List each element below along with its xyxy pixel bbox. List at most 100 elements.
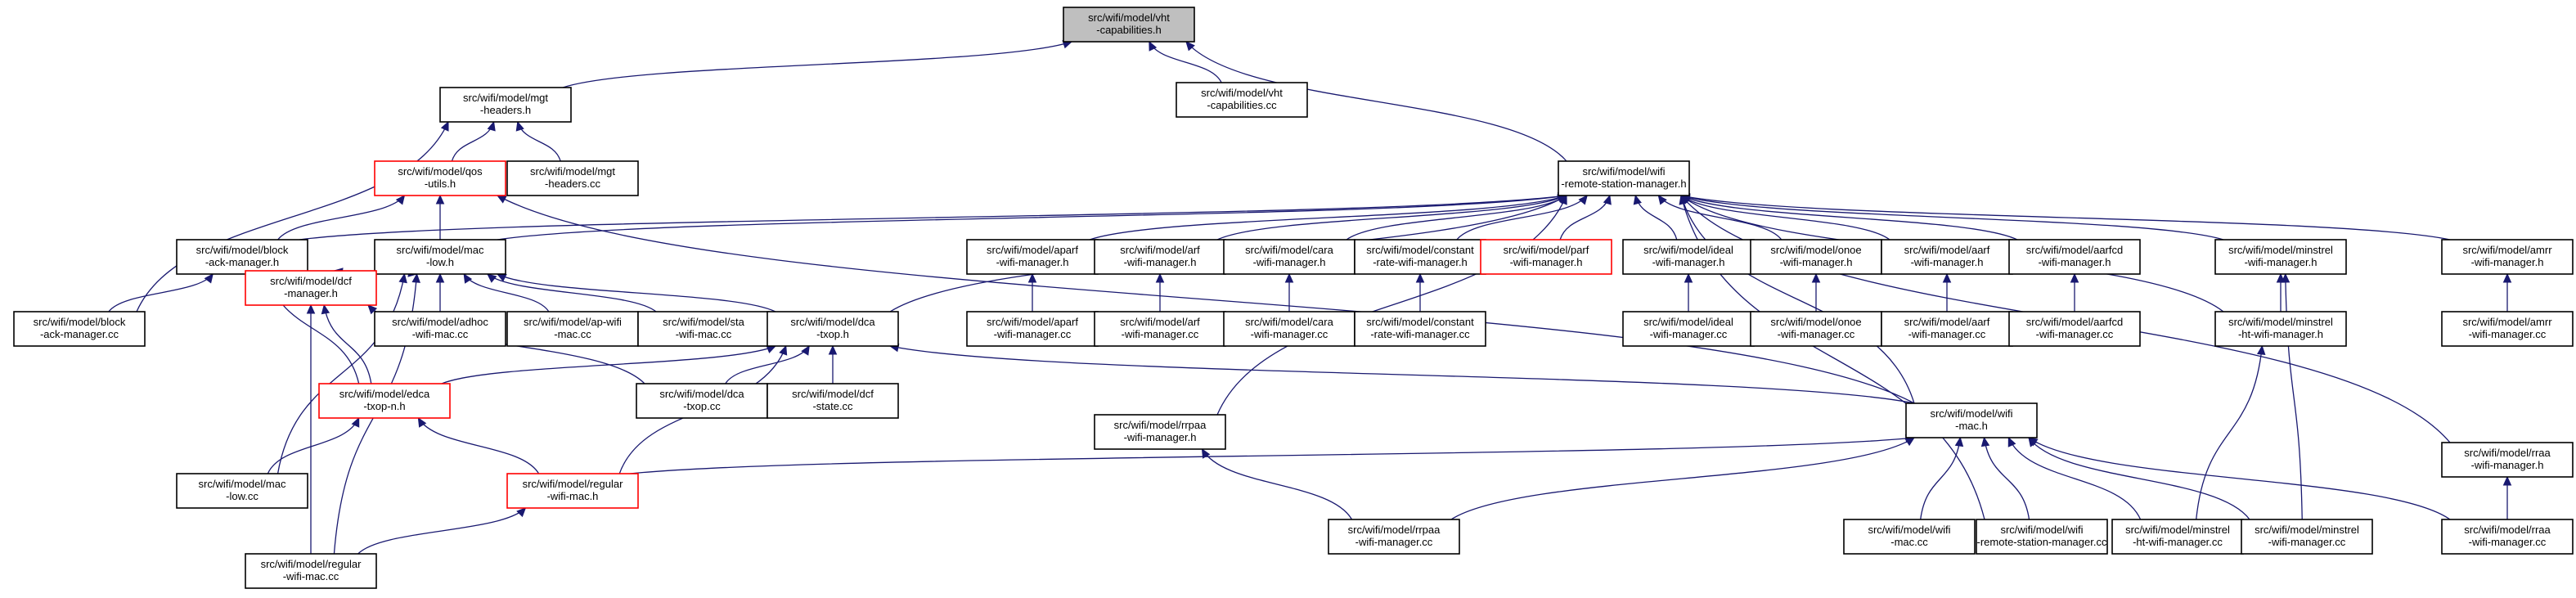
node-label-line: -wifi-manager.h (1652, 256, 1725, 268)
arrowhead (463, 272, 473, 284)
file-node-aarf-h[interactable]: src/wifi/model/aarf-wifi-manager.h (1881, 239, 2013, 275)
file-node-rsm-cc[interactable]: src/wifi/model/wifi-remote-station-manag… (1976, 519, 2108, 555)
file-node-cara-h[interactable]: src/wifi/model/cara-wifi-manager.h (1223, 239, 1355, 275)
file-node-dcatxop-cc[interactable]: src/wifi/model/dca-txop.cc (636, 383, 768, 419)
dependency-edge-qos_h-to-block_h (277, 195, 406, 241)
file-node-rraa-cc[interactable]: src/wifi/model/rraa-wifi-manager.cc (2441, 519, 2574, 555)
arrowhead (1633, 194, 1642, 205)
file-node-aarf-cc[interactable]: src/wifi/model/aarf-wifi-manager.cc (1881, 311, 2013, 347)
file-node-rraa-h[interactable]: src/wifi/model/rraa-wifi-manager.h (2441, 442, 2574, 478)
node-label-line: src/wifi/model/rrpaa (1114, 419, 1207, 431)
file-node-maclow-h[interactable]: src/wifi/model/mac-low.h (374, 239, 506, 275)
file-node-aparf-h[interactable]: src/wifi/model/aparf-wifi-manager.h (966, 239, 1099, 275)
node-label-line: -wifi-mac.cc (283, 570, 339, 582)
arrowhead (496, 195, 507, 204)
node-box (2214, 239, 2347, 275)
file-node-block-cc[interactable]: src/wifi/model/block-ack-manager.cc (13, 311, 146, 347)
arrowhead (1185, 41, 1195, 52)
dependency-edge-maclow_h-to-sta_cc (487, 273, 657, 312)
dependency-edge-rsm_h-to-parf_h (1559, 194, 1612, 241)
arrowhead (2502, 272, 2512, 283)
dependency-edge-ideal_h-to-ideal_cc (1684, 272, 1693, 312)
file-node-ideal-h[interactable]: src/wifi/model/ideal-wifi-manager.h (1622, 239, 1755, 275)
node-label-line: -wifi-mac.cc (676, 328, 732, 340)
file-node-minstrelht-cc[interactable]: src/wifi/model/minstrel-ht-wifi-manager.… (2111, 519, 2244, 555)
file-node-ideal-cc[interactable]: src/wifi/model/ideal-wifi-manager.cc (1622, 311, 1755, 347)
file-node-dcatxop-h[interactable]: src/wifi/model/dca-txop.h (767, 311, 899, 347)
file-node-maclow-cc[interactable]: src/wifi/model/mac-low.cc (176, 473, 308, 509)
file-node-onoe-cc[interactable]: src/wifi/model/onoe-wifi-manager.cc (1750, 311, 1882, 347)
node-label-line: -utils.h (425, 178, 456, 190)
node-label-line: src/wifi/model/wifi (1930, 407, 2012, 420)
file-node-vht-cc[interactable]: src/wifi/model/vht-capabilities.cc (1176, 82, 1308, 118)
file-node-wifimac-h[interactable]: src/wifi/model/wifi-mac.h (1905, 402, 2038, 438)
node-box (1480, 239, 1612, 275)
file-node-onoe-h[interactable]: src/wifi/model/onoe-wifi-manager.h (1750, 239, 1882, 275)
node-box (318, 383, 451, 419)
node-box (636, 383, 768, 419)
file-node-rsm-h[interactable]: src/wifi/model/wifi-remote-station-manag… (1558, 160, 1690, 196)
arrowhead (515, 120, 524, 132)
dependency-edge-edca_h-to-regular_h (417, 416, 540, 474)
dependency-edge-arf_h-to-arf_cc (1155, 272, 1165, 312)
arrowhead (487, 120, 496, 132)
file-node-cara-cc[interactable]: src/wifi/model/cara-wifi-manager.cc (1223, 311, 1355, 347)
file-node-minstrel-cc[interactable]: src/wifi/model/minstrel-wifi-manager.cc (2241, 519, 2373, 555)
file-node-arf-h[interactable]: src/wifi/model/arf-wifi-manager.h (1094, 239, 1226, 275)
file-node-dcf-h[interactable]: src/wifi/model/dcf-manager.h (245, 270, 377, 306)
node-label-line: -wifi-manager.h (996, 256, 1069, 268)
dependency-edge-block_h-to-block_cc (108, 273, 214, 312)
node-box (2441, 519, 2574, 555)
node-box (1905, 402, 2038, 438)
arrowhead (1578, 195, 1588, 205)
file-node-aarfcd-cc[interactable]: src/wifi/model/aarfcd-wifi-manager.cc (2008, 311, 2141, 347)
file-node-regular-cc[interactable]: src/wifi/model/regular-wifi-mac.cc (245, 553, 377, 589)
file-node-amrr-h[interactable]: src/wifi/model/amrr-wifi-manager.h (2441, 239, 2574, 275)
node-box (1750, 311, 1882, 347)
node-label-line: -wifi-manager.h (2471, 256, 2544, 268)
node-label-line: src/wifi/model/dcf (792, 388, 874, 400)
arrowhead (1942, 272, 1952, 283)
file-node-amrr-cc[interactable]: src/wifi/model/amrr-wifi-manager.cc (2441, 311, 2574, 347)
file-node-rrpaa-cc[interactable]: src/wifi/model/rrpaa-wifi-manager.cc (1328, 519, 1460, 555)
file-node-mgt-cc[interactable]: src/wifi/model/mgt-headers.cc (506, 160, 639, 196)
arrowhead (1811, 272, 1821, 283)
arrowhead (2028, 437, 2039, 447)
file-node-apwifi-cc[interactable]: src/wifi/model/ap-wifi-mac.cc (506, 311, 639, 347)
file-node-block-h[interactable]: src/wifi/model/block-ack-manager.h (176, 239, 308, 275)
dependency-edge-rsm_h-to-constant_h (1456, 195, 1588, 241)
file-node-minstrelht-h[interactable]: src/wifi/model/minstrel-ht-wifi-manager.… (2214, 311, 2347, 347)
node-label-line: -wifi-manager.h (2245, 256, 2318, 268)
file-node-edca-h[interactable]: src/wifi/model/edca-txop-n.h (318, 383, 451, 419)
file-node-constant-cc[interactable]: src/wifi/model/constant-rate-wifi-manage… (1354, 311, 1486, 347)
node-label-line: src/wifi/model/mgt (463, 92, 548, 104)
node-box (1063, 7, 1195, 43)
node-label-line: -txop-n.h (363, 400, 405, 412)
file-node-aparf-cc[interactable]: src/wifi/model/aparf-wifi-manager.cc (966, 311, 1099, 347)
node-label-line: -low.cc (226, 490, 258, 502)
node-label-line: src/wifi/model/wifi (2000, 524, 2083, 536)
arrowhead (351, 416, 360, 428)
node-label-line: -rate-wifi-manager.h (1373, 256, 1468, 268)
file-node-qos-h[interactable]: src/wifi/model/qos-utils.h (374, 160, 506, 196)
node-label-line: -wifi-manager.h (1124, 431, 1197, 443)
file-node-minstrel-h[interactable]: src/wifi/model/minstrel-wifi-manager.h (2214, 239, 2347, 275)
node-label-line: -wifi-manager.h (2471, 459, 2544, 471)
file-node-regular-h[interactable]: src/wifi/model/regular-wifi-mac.h (506, 473, 639, 509)
file-node-aarfcd-h[interactable]: src/wifi/model/aarfcd-wifi-manager.h (2008, 239, 2141, 275)
file-node-arf-cc[interactable]: src/wifi/model/arf-wifi-manager.cc (1094, 311, 1226, 347)
file-node-dcfstate-cc[interactable]: src/wifi/model/dcf-state.cc (767, 383, 899, 419)
node-label-line: -wifi-mac.h (547, 490, 599, 502)
file-node-wifimac-cc[interactable]: src/wifi/model/wifi-mac.cc (1843, 519, 1976, 555)
dependency-edge-rraa_h-to-rraa_cc (2502, 475, 2512, 519)
node-label-line: src/wifi/model/onoe (1770, 244, 1861, 256)
file-node-constant-h[interactable]: src/wifi/model/constant-rate-wifi-manage… (1354, 239, 1486, 275)
file-node-adhoc-cc[interactable]: src/wifi/model/adhoc-wifi-mac.cc (374, 311, 506, 347)
file-node-sta-cc[interactable]: src/wifi/model/sta-wifi-mac.cc (637, 311, 770, 347)
file-node-rrpaa-h[interactable]: src/wifi/model/rrpaa-wifi-manager.h (1094, 414, 1226, 450)
file-node-mgt-h[interactable]: src/wifi/model/mgt-headers.h (439, 87, 572, 123)
file-node-vht-h[interactable]: src/wifi/model/vht-capabilities.h (1063, 7, 1195, 43)
dependency-edge-wifimac_h-to-regular_h (629, 434, 1916, 474)
file-node-parf-h[interactable]: src/wifi/model/parf-wifi-manager.h (1480, 239, 1612, 275)
dependency-edge-regular_h-to-regular_cc (357, 507, 527, 555)
